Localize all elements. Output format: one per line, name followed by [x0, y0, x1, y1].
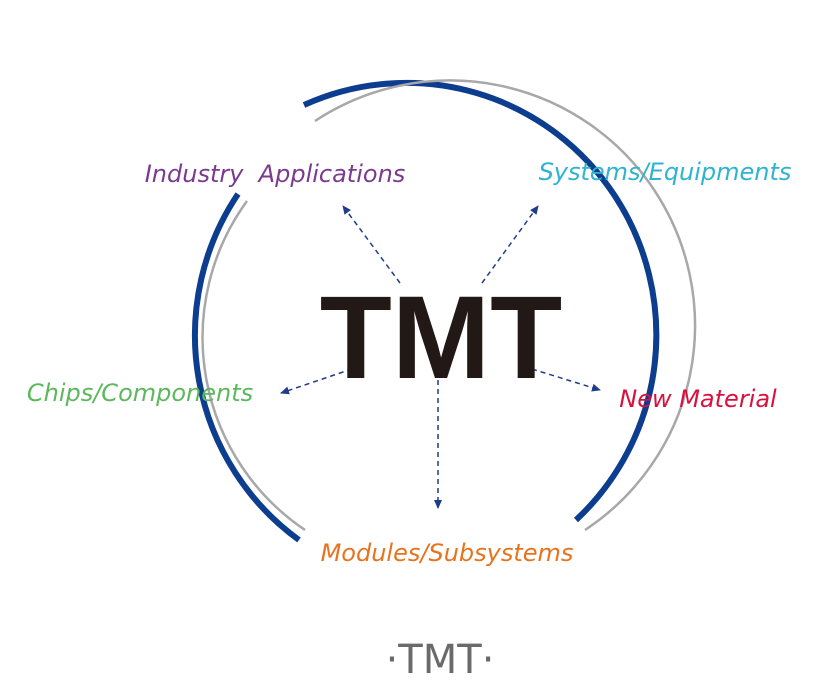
node-label-chips-components: Chips/Components — [27, 379, 253, 407]
node-label-systems-equipments: Systems/Equipments — [539, 158, 792, 186]
node-label-modules-subsystems: Modules/Subsystems — [321, 539, 574, 567]
arrow-industry-applications — [342, 205, 401, 284]
node-label-industry-applications: Industry Applications — [145, 160, 406, 188]
center-label: TMT — [320, 272, 562, 404]
outer-ring-left-arc — [191, 192, 301, 543]
arrow-chips-components — [280, 368, 353, 395]
inner-ring-left-arc — [201, 200, 306, 532]
caption: ·TMT· — [386, 637, 495, 683]
inner-ring — [201, 79, 697, 532]
arrow-new-material — [531, 368, 601, 392]
inner-ring-right-arc — [314, 79, 697, 532]
node-label-new-material: New Material — [619, 385, 777, 413]
connector-arrows — [280, 205, 601, 509]
arrow-systems-equipments — [481, 205, 539, 284]
